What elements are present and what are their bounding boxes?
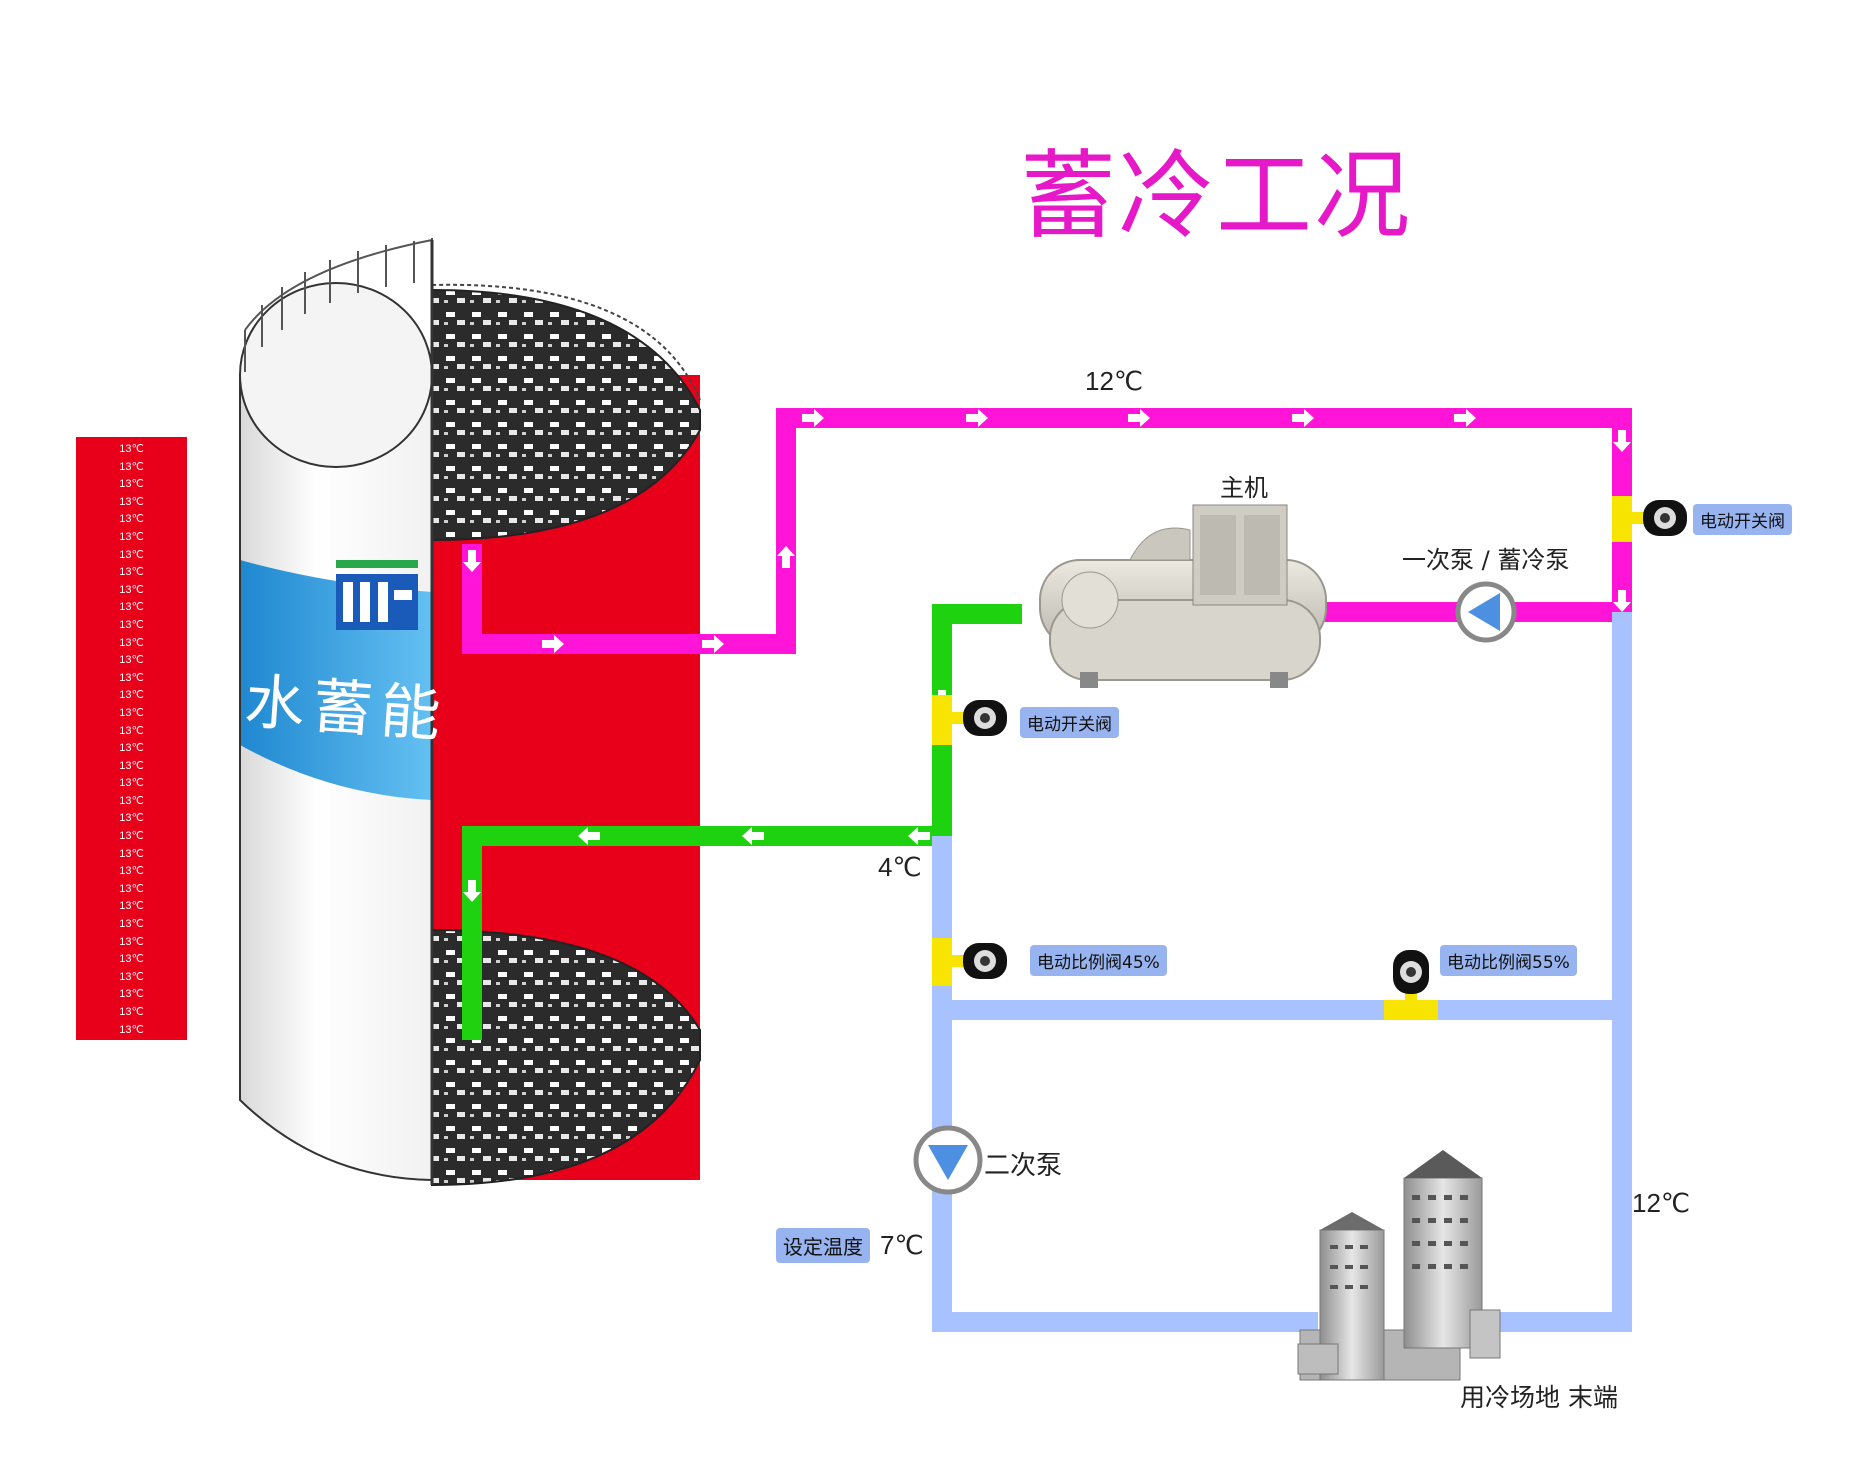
end-user-label: 用冷场地 末端 [1460,1383,1618,1412]
valve-prop-45-icon[interactable] [932,938,1007,986]
gauge-reading: 13℃ [119,970,144,983]
secondary-pump-icon[interactable] [913,1125,983,1195]
gauge-reading: 13℃ [119,900,144,913]
tank-brand-text: 水蓄能 [242,666,451,752]
gauge-reading: 13℃ [119,548,144,561]
gauge-reading: 13℃ [119,618,144,631]
gauge-reading: 13℃ [119,495,144,508]
valve-right-switch-tag: 电动开关阀 [1693,504,1792,535]
gauge-reading: 13℃ [119,724,144,737]
temp-supply-line: 4℃ [878,852,922,882]
gauge-reading: 13℃ [119,953,144,966]
gauge-reading: 13℃ [119,601,144,614]
gauge-reading: 13℃ [119,636,144,649]
gauge-reading: 13℃ [119,1006,144,1018]
company-logo [336,560,418,630]
gauge-reading: 13℃ [119,530,144,543]
tank-temperature-gauge: 13℃ 13℃ 13℃ 13℃ 13℃ 13℃ 13℃ 13℃ 13℃ 13℃ 13℃ 13℃ 13℃ 1… [76,437,187,1040]
gauge-reading: 13℃ [119,1023,144,1036]
gauge-reading: 13℃ [119,777,144,790]
page-title: 蓄冷工况 [1020,140,1412,252]
end-user-buildings-icon [1297,1150,1501,1381]
temp-top-line: 12℃ [1085,366,1144,396]
gauge-reading: 13℃ [119,478,144,491]
gauge-reading: 13℃ [119,583,144,596]
valve-right-switch-icon[interactable] [1612,496,1687,542]
gauge-reading: 13℃ [119,706,144,719]
gauge-reading: 13℃ [119,566,144,579]
gauge-reading: 13℃ [119,742,144,755]
valve-prop-55-tag: 电动比例阀55% [1440,945,1577,976]
gauge-reading: 13℃ [119,443,144,455]
primary-pump-icon[interactable] [1455,581,1517,643]
gauge-reading: 13℃ [119,988,144,1001]
chiller-label: 主机 [1220,474,1268,502]
roof-railing [244,238,433,372]
gauge-reading: 13℃ [119,654,144,667]
chilled-water-pipe [932,612,1632,1332]
storage-tank [239,238,701,1187]
temp-return-line: 12℃ [1632,1188,1691,1218]
gauge-reading: 13℃ [119,882,144,895]
gauge-reading: 13℃ [119,865,144,878]
gauge-reading: 13℃ [119,847,144,860]
valve-prop-55-icon[interactable] [1384,950,1438,1020]
valve-prop-45-tag: 电动比例阀45% [1030,945,1167,976]
gauge-reading: 13℃ [119,918,144,931]
gauge-reading: 13℃ [119,460,144,473]
gauge-reading: 13℃ [119,935,144,948]
gauge-reading: 13℃ [119,671,144,684]
gauge-reading: 13℃ [119,513,144,526]
gauge-reading: 13℃ [119,830,144,843]
setpoint-tag: 设定温度 [776,1228,870,1263]
secondary-pump-label: 二次泵 [984,1151,1063,1181]
valve-left-switch-icon[interactable] [932,695,1007,745]
gauge-reading: 13℃ [119,794,144,807]
primary-pump-label: 一次泵 / 蓄冷泵 [1402,546,1570,574]
gauge-reading: 13℃ [119,759,144,772]
gauge-reading: 13℃ [119,812,144,825]
temp-setpoint: 7℃ [880,1230,924,1260]
chiller-unit[interactable] [1039,504,1327,688]
valve-left-switch-tag: 电动开关阀 [1020,707,1119,738]
gauge-reading: 13℃ [119,689,144,702]
